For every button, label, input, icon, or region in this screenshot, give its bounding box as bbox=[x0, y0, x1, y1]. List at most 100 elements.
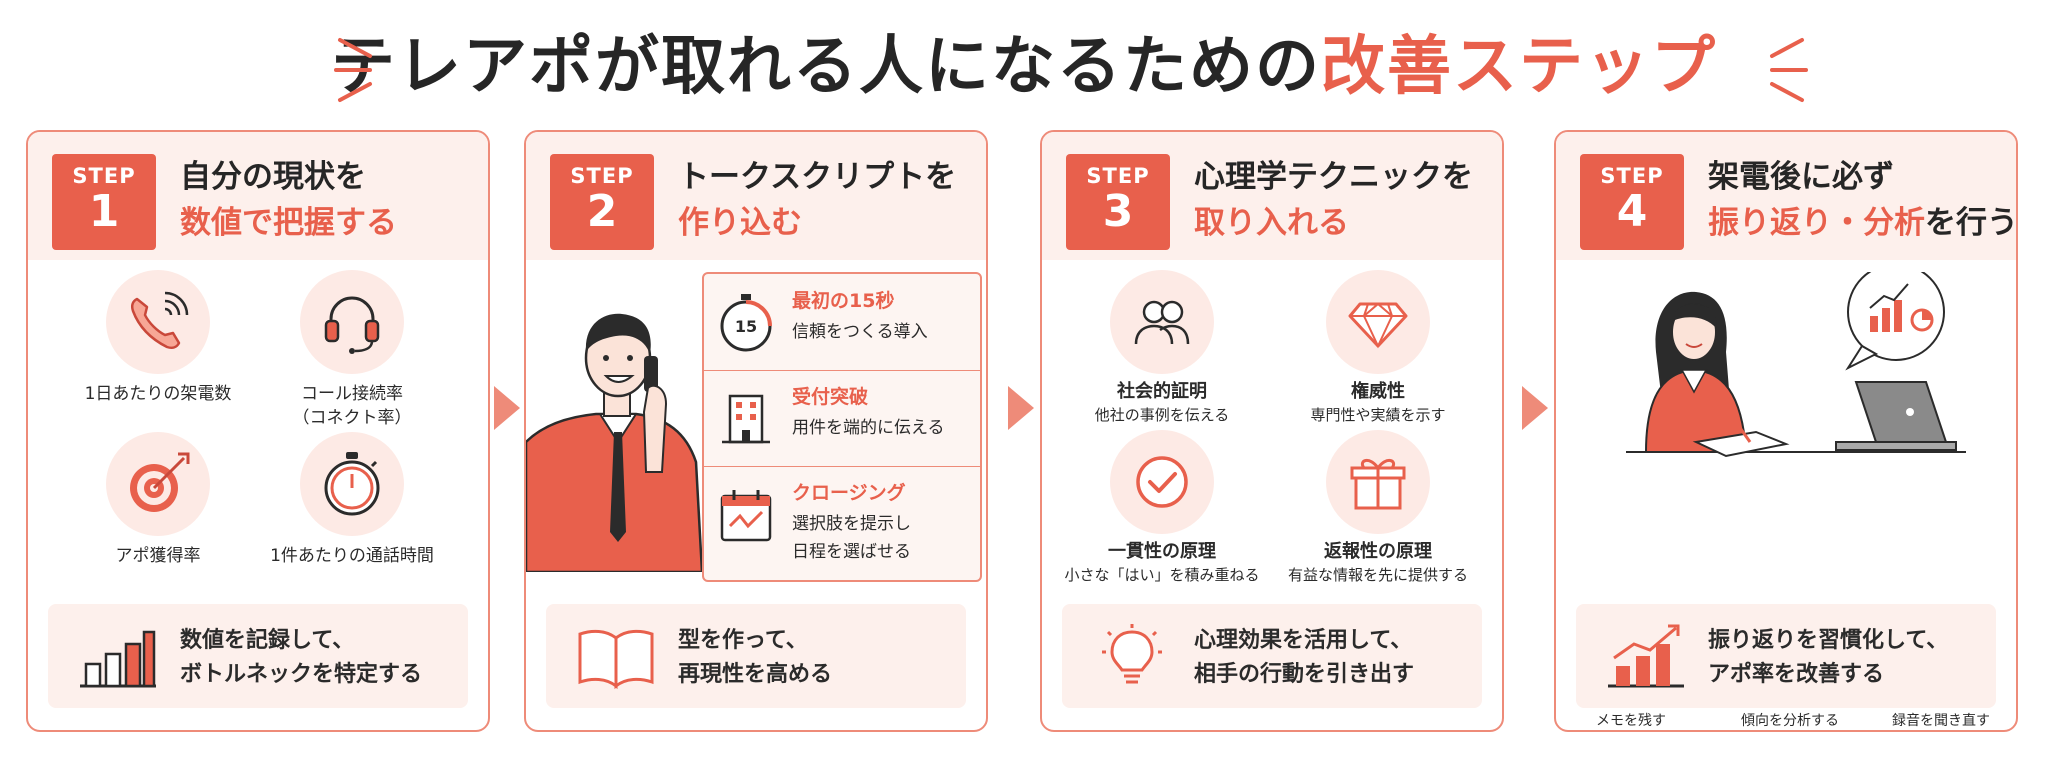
technique-desc: 有益な情報を先に提供する bbox=[1287, 566, 1468, 584]
technique-reciprocity: 返報性の原理 有益な情報を先に提供する bbox=[1268, 430, 1488, 586]
metric-appointment-rate: アポ獲得率 bbox=[58, 432, 258, 568]
title-line2-rest: を行う bbox=[1925, 205, 2018, 241]
summary-line1: 型を作って、 bbox=[678, 628, 808, 653]
step-number: 4 bbox=[1616, 186, 1648, 237]
title-line2: 数値で把握する bbox=[180, 205, 397, 241]
step-arrow-2 bbox=[1008, 386, 1034, 430]
script-item-closing: クロージング 選択肢を提示し 日程を選ばせる bbox=[704, 466, 980, 582]
step-4-header: STEP 4 架電後に必ず 振り返り・分析を行う bbox=[1556, 132, 2018, 260]
metric-label: コール接続率 （コネクト率） bbox=[292, 384, 412, 428]
step-1-title: 自分の現状を 数値で把握する bbox=[180, 154, 397, 246]
step-label: STEP bbox=[72, 164, 136, 188]
summary-text: 心理効果を活用して、 相手の行動を引き出す bbox=[1194, 624, 1414, 692]
summary-text: 数値を記録して、 ボトルネックを特定する bbox=[180, 624, 422, 692]
building-icon bbox=[722, 394, 770, 444]
summary-line1: 心理効果を活用して、 bbox=[1194, 628, 1413, 653]
title-main: テレアポが取れる人になるための bbox=[331, 30, 1321, 104]
summary-line2: アポ率を改善する bbox=[1708, 662, 1885, 687]
step-3-title: 心理学テクニックを 取り入れる bbox=[1194, 154, 1473, 246]
bar-chart-icon bbox=[80, 630, 156, 688]
step-arrow-1 bbox=[494, 386, 520, 430]
metric-calls: 1日あたりの架電数 bbox=[58, 270, 258, 406]
step-4-summary: 振り返りを習慣化して、 アポ率を改善する bbox=[1576, 604, 1996, 708]
growth-chart-icon bbox=[1608, 624, 1684, 688]
script-panel: 15 最初の15秒 信頼をつくる導入 受付突破 用件を端的に伝える bbox=[702, 272, 982, 582]
page-title: テレアポが取れる人になるための改善ステップ bbox=[331, 22, 1717, 112]
technique-desc: 小さな「はい」を積み重ねる bbox=[1064, 566, 1260, 584]
script-item-desc: 用件を端的に伝える bbox=[792, 418, 945, 438]
flow-label: 傾向を分析する bbox=[1741, 713, 1839, 729]
page-title-row: テレアポが取れる人になるための改善ステップ bbox=[0, 22, 2048, 112]
diamond-icon bbox=[1326, 270, 1430, 374]
metric-call-duration: 1件あたりの通話時間 bbox=[252, 432, 452, 568]
technique-social-proof: 社会的証明 他社の事例を伝える bbox=[1052, 270, 1272, 426]
flow-label: 録音を聞き直す bbox=[1892, 713, 1990, 729]
script-item-title: 受付突破 bbox=[792, 386, 869, 408]
desc-line1: 選択肢を提示し bbox=[792, 514, 911, 534]
summary-line1: 数値を記録して、 bbox=[180, 628, 355, 653]
step-4-card: STEP 4 架電後に必ず 振り返り・分析を行う bbox=[1554, 130, 2018, 732]
step-1-header: STEP 1 自分の現状を 数値で把握する bbox=[28, 132, 488, 260]
step-1-summary: 数値を記録して、 ボトルネックを特定する bbox=[48, 604, 468, 708]
title-line1: 自分の現状を bbox=[180, 159, 366, 195]
script-item-reception: 受付突破 用件を端的に伝える bbox=[704, 370, 980, 466]
summary-text: 型を作って、 再現性を高める bbox=[678, 624, 832, 692]
step-3-summary: 心理効果を活用して、 相手の行動を引き出す bbox=[1062, 604, 1482, 708]
title-line2: 取り入れる bbox=[1194, 205, 1349, 241]
target-icon bbox=[106, 432, 210, 536]
technique-desc: 他社の事例を伝える bbox=[1094, 406, 1230, 424]
step-2-card: STEP 2 トークスクリプトを 作り込む 15 最初の15秒 bbox=[524, 130, 988, 732]
technique-authority: 権威性 専門性や実績を示す bbox=[1268, 270, 1488, 426]
step-arrow-3 bbox=[1522, 386, 1548, 430]
title-line1: 心理学テクニックを bbox=[1194, 159, 1473, 195]
step-2-title: トークスクリプトを 作り込む bbox=[678, 154, 956, 246]
people-icon bbox=[1110, 270, 1214, 374]
step-number: 3 bbox=[1102, 186, 1134, 237]
summary-line1: 振り返りを習慣化して、 bbox=[1708, 628, 1949, 653]
summary-text: 振り返りを習慣化して、 アポ率を改善する bbox=[1708, 624, 1948, 692]
step-4-badge: STEP 4 bbox=[1580, 154, 1684, 250]
title-line2: 作り込む bbox=[678, 205, 802, 241]
step-2-header: STEP 2 トークスクリプトを 作り込む bbox=[526, 132, 986, 260]
phone-icon bbox=[106, 270, 210, 374]
flow-label: メモを残す bbox=[1596, 713, 1666, 729]
script-item-title: 最初の15秒 bbox=[792, 290, 895, 312]
step-2-summary: 型を作って、 再現性を高める bbox=[546, 604, 966, 708]
technique-name: 権威性 bbox=[1351, 381, 1405, 402]
analyst-illustration bbox=[1626, 272, 1966, 458]
title-line1: 架電後に必ず bbox=[1708, 159, 1894, 195]
stopwatch-icon bbox=[300, 432, 404, 536]
step-2-badge: STEP 2 bbox=[550, 154, 654, 250]
step-label: STEP bbox=[1086, 164, 1150, 188]
step-label: STEP bbox=[1600, 164, 1664, 188]
check-icon bbox=[1110, 430, 1214, 534]
step-1-badge: STEP 1 bbox=[52, 154, 156, 250]
technique-consistency: 一貫性の原理 小さな「はい」を積み重ねる bbox=[1052, 430, 1272, 586]
technique-desc: 専門性や実績を示す bbox=[1310, 406, 1446, 424]
divider bbox=[704, 466, 980, 467]
svg-text:15: 15 bbox=[735, 317, 757, 336]
lightbulb-icon bbox=[1102, 624, 1162, 684]
metric-label: 1件あたりの通話時間 bbox=[270, 546, 434, 566]
script-item-opening: 15 最初の15秒 信頼をつくる導入 bbox=[704, 274, 980, 370]
technique-name: 社会的証明 bbox=[1117, 381, 1207, 402]
step-1-card: STEP 1 自分の現状を 数値で把握する 1日あたりの架電数 bbox=[26, 130, 490, 732]
technique-name: 返報性の原理 bbox=[1324, 541, 1432, 562]
step-3-badge: STEP 3 bbox=[1066, 154, 1170, 250]
gift-icon bbox=[1326, 430, 1430, 534]
burst-left-icon bbox=[334, 38, 372, 102]
desc-line2: 日程を選ばせる bbox=[792, 542, 911, 562]
technique-name: 一貫性の原理 bbox=[1108, 541, 1216, 562]
step-label: STEP bbox=[570, 164, 634, 188]
summary-line2: ボトルネックを特定する bbox=[180, 662, 423, 687]
summary-line2: 相手の行動を引き出す bbox=[1194, 662, 1415, 687]
divider bbox=[704, 370, 980, 371]
metric-label: 1日あたりの架電数 bbox=[84, 384, 232, 404]
step-number: 1 bbox=[88, 186, 120, 237]
title-line1: トークスクリプトを bbox=[678, 159, 957, 195]
metric-connect-rate: コール接続率 （コネクト率） bbox=[252, 270, 452, 430]
script-item-desc: 信頼をつくる導入 bbox=[792, 322, 928, 342]
step-4-title: 架電後に必ず 振り返り・分析を行う bbox=[1708, 154, 2018, 246]
title-accent: 改善ステップ bbox=[1321, 30, 1717, 104]
book-icon bbox=[578, 629, 654, 690]
